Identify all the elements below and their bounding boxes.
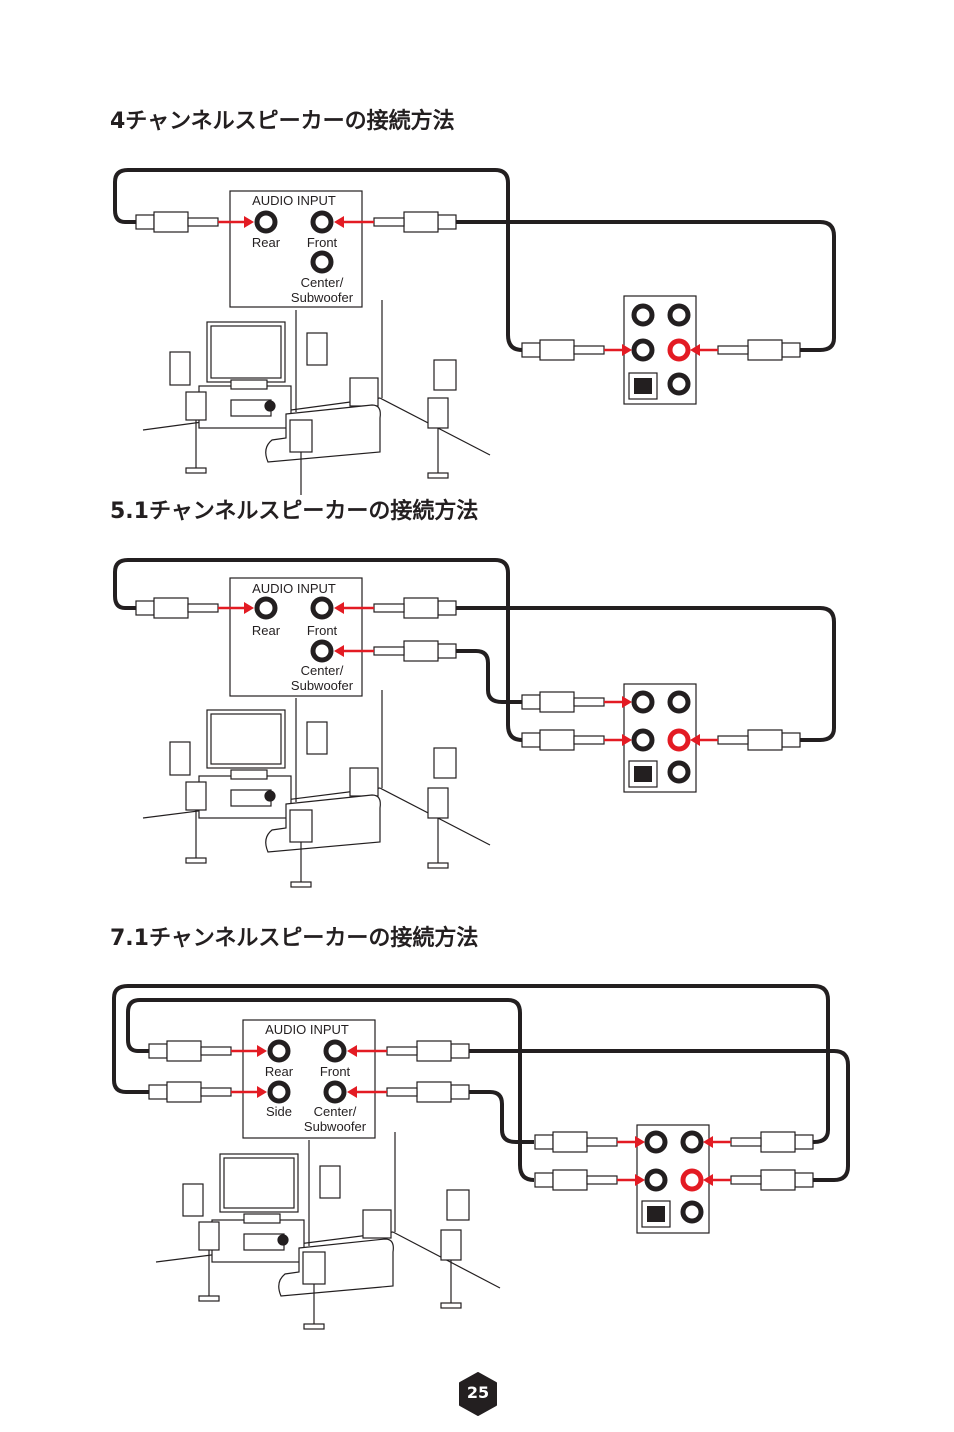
panel-jack-line-out: [667, 728, 691, 752]
label-subwoofer: Subwoofer: [291, 678, 354, 693]
plug-front-panel: [690, 339, 801, 361]
panel-jack-rear-out: [631, 728, 655, 752]
audio-input-box: [229, 577, 363, 697]
jack-front: [310, 210, 334, 234]
panel-jack-line-out: [667, 338, 691, 362]
plug-front-input: [334, 211, 457, 233]
label-front: Front: [320, 1064, 351, 1079]
section-title-71ch: 7.1チャンネルスピーカーの接続方法: [110, 926, 479, 951]
panel-jack-side-out: [680, 1130, 704, 1154]
plug-front-input: [347, 1040, 470, 1062]
jack-center-sub: [310, 639, 334, 663]
audio-input-box: [242, 1019, 376, 1139]
jack-rear: [254, 210, 278, 234]
jack-side: [267, 1080, 291, 1104]
section-title-4ch: 4チャンネルスピーカーの接続方法: [110, 109, 455, 134]
diagram-71ch: AUDIO INPUT Rear Front Side Center/ Subw…: [0, 970, 954, 1350]
panel-jack-center-out: [644, 1130, 668, 1154]
panel-jack: [667, 372, 691, 396]
plug-side-panel: [703, 1131, 814, 1153]
jack-center-sub: [310, 250, 334, 274]
plug-side-input: [148, 1081, 267, 1103]
audio-input-box: [229, 190, 363, 308]
plug-rear-input: [148, 1040, 267, 1062]
jack-rear: [267, 1039, 291, 1063]
diagram-4ch-svg: AUDIO INPUT Rear Front Center/ Subwoofer: [113, 168, 836, 495]
panel-jack-rear-out: [631, 338, 655, 362]
diagram-71ch-svg: AUDIO INPUT Rear Front Side Center/ Subw…: [112, 984, 850, 1330]
label-center: Center/: [301, 275, 344, 290]
room-illustration: [142, 300, 491, 495]
label-center: Center/: [301, 663, 344, 678]
cable-side: [112, 984, 830, 1144]
cable-center-sub: [468, 1090, 534, 1144]
label-center: Center/: [314, 1104, 357, 1119]
cable-front: [468, 1049, 850, 1182]
page-number: 25: [466, 1383, 490, 1402]
plug-front-panel: [703, 1169, 814, 1191]
label-rear: Rear: [252, 235, 281, 250]
jack-front: [310, 596, 334, 620]
plug-rear-panel: [521, 729, 632, 751]
panel-jack: [667, 690, 691, 714]
diagram-51ch-svg: AUDIO INPUT Rear Front Center/ Subwoofer: [113, 558, 836, 888]
plug-center-panel: [521, 691, 632, 713]
label-subwoofer: Subwoofer: [304, 1119, 367, 1134]
plug-center-input: [347, 1081, 470, 1103]
plug-center-input: [334, 640, 457, 662]
plug-rear-panel: [534, 1169, 645, 1191]
panel-jack-center-out: [631, 690, 655, 714]
room-illustration: [155, 1132, 501, 1330]
plug-front-input: [334, 597, 457, 619]
panel-jack: [667, 303, 691, 327]
label-rear: Rear: [252, 623, 281, 638]
cable-front: [455, 606, 836, 742]
diagram-4ch: AUDIO INPUT Rear Front Center/ Subwoofer: [0, 0, 954, 510]
section-title-51ch: 5.1チャンネルスピーカーの接続方法: [110, 499, 479, 524]
plug-rear-input: [135, 597, 254, 619]
cable-rear: [113, 168, 523, 352]
panel-jack-line-out: [680, 1168, 704, 1192]
cable-front: [455, 220, 836, 352]
label-side: Side: [266, 1104, 292, 1119]
jack-center-sub: [323, 1080, 347, 1104]
label-rear: Rear: [265, 1064, 294, 1079]
panel-jack: [667, 760, 691, 784]
plug-center-panel: [534, 1131, 645, 1153]
label-front: Front: [307, 235, 338, 250]
cable-rear: [126, 998, 535, 1182]
jack-front: [323, 1039, 347, 1063]
diagram-51ch: AUDIO INPUT Rear Front Center/ Subwoofer: [0, 520, 954, 900]
panel-jack: [680, 1200, 704, 1224]
page-number-badge: [459, 1372, 497, 1416]
label-front: Front: [307, 623, 338, 638]
cable-center-sub: [455, 649, 522, 704]
cable-rear: [113, 558, 523, 742]
panel-jack-rear-out: [644, 1168, 668, 1192]
label-subwoofer: Subwoofer: [291, 290, 354, 305]
audio-input-title: AUDIO INPUT: [265, 1022, 349, 1037]
audio-input-title: AUDIO INPUT: [252, 193, 336, 208]
audio-input-title: AUDIO INPUT: [252, 581, 336, 596]
panel-jack: [631, 303, 655, 327]
jack-rear: [254, 596, 278, 620]
plug-rear-panel: [521, 339, 632, 361]
plug-rear-input: [135, 211, 254, 233]
plug-front-panel: [690, 729, 801, 751]
room-illustration: [142, 690, 491, 888]
